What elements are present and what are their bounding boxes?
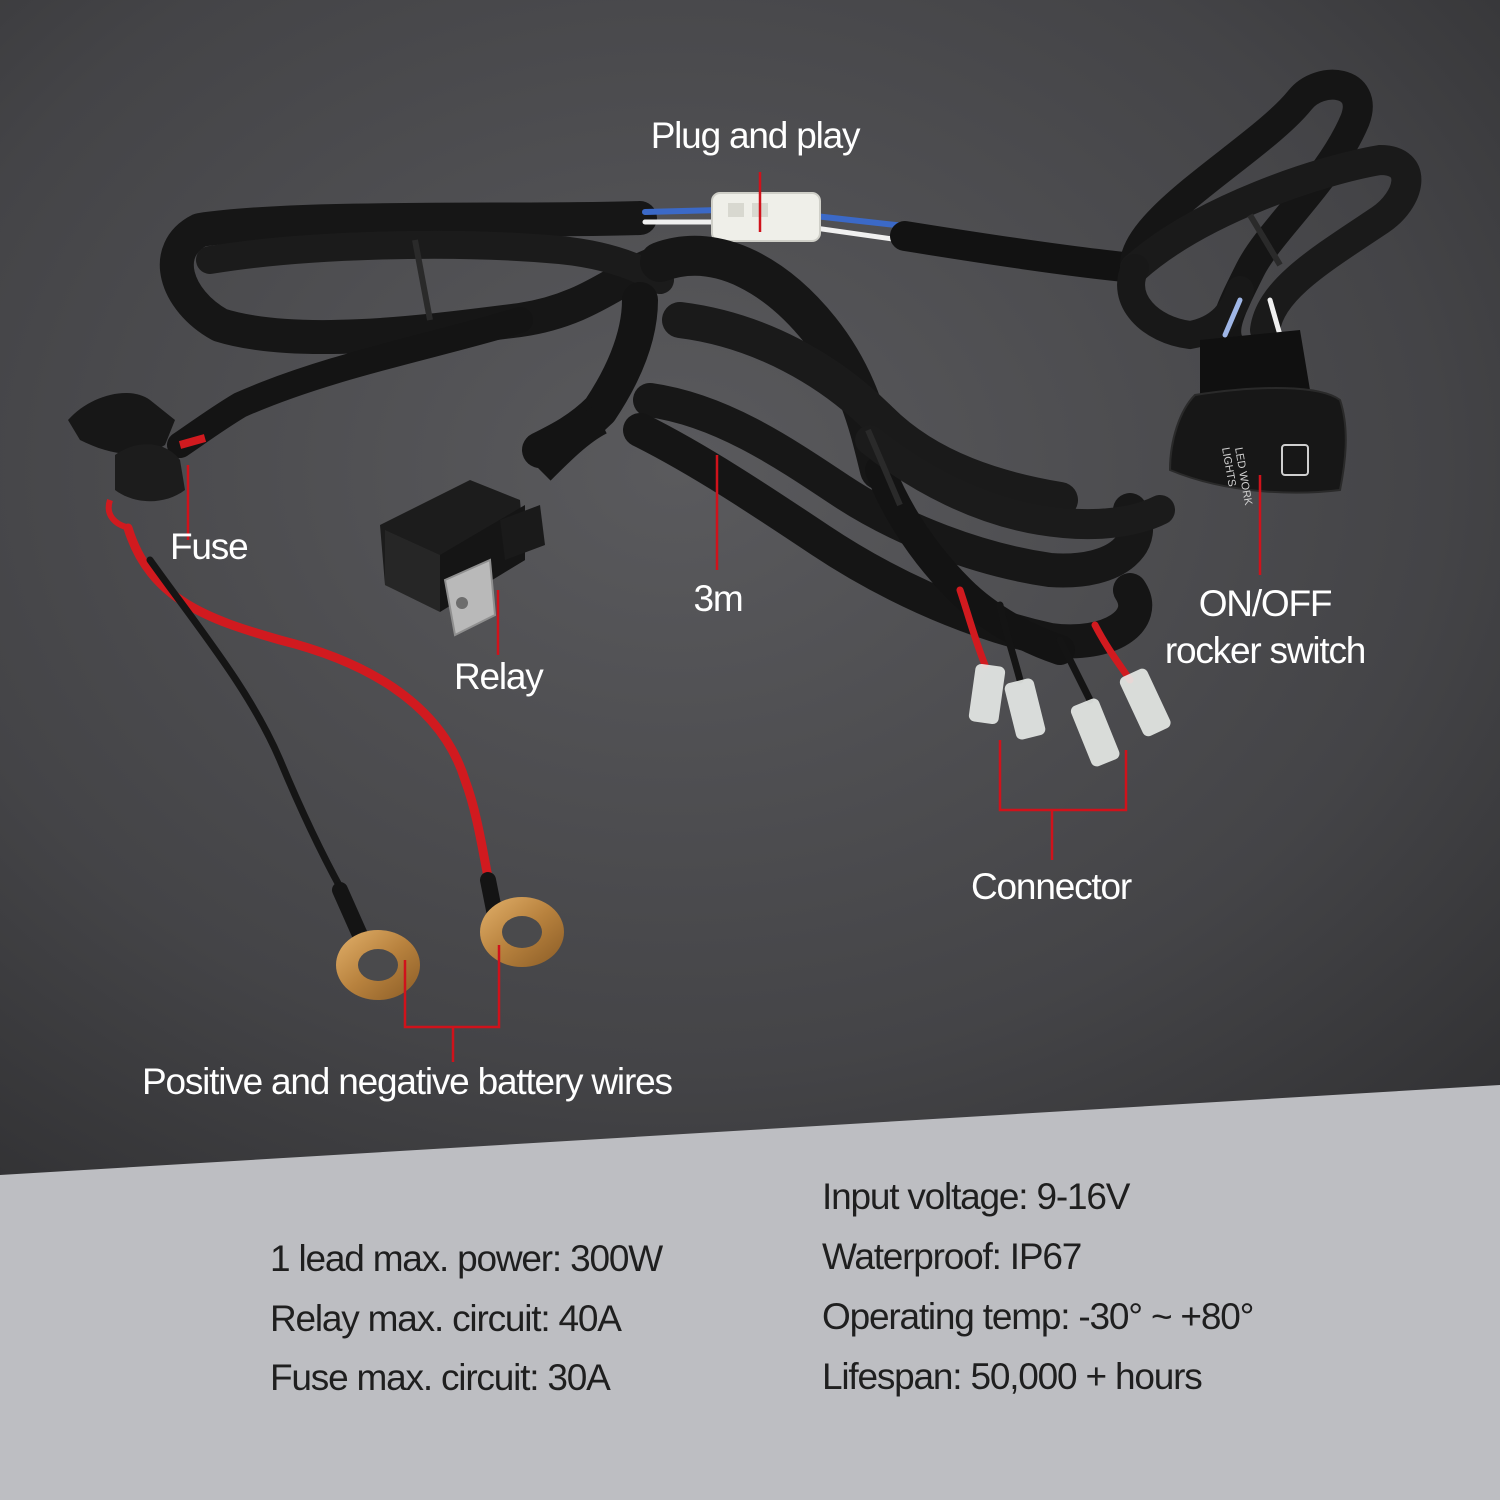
plug-and-play-label: Plug and play — [650, 115, 861, 156]
connector-label: Connector — [971, 866, 1132, 907]
spec-waterproof: Waterproof: IP67 — [822, 1236, 1082, 1277]
output-connectors — [956, 586, 1134, 704]
relay-label: Relay — [454, 656, 544, 697]
lights-icon — [1281, 444, 1309, 476]
length-label: 3m — [693, 578, 744, 619]
spec-fuse-circuit: Fuse max. circuit: 30A — [270, 1357, 611, 1398]
rocker-switch-label: ON/OFF rocker switch — [1164, 580, 1366, 675]
battery-wires-label: Positive and negative battery wires — [142, 1061, 673, 1102]
fuse-label: Fuse — [170, 526, 249, 567]
rocker-switch-label-line2: rocker switch — [1164, 630, 1366, 672]
fuse-holder — [68, 392, 207, 531]
callout-lines — [186, 172, 1262, 1062]
battery-wires — [123, 523, 500, 915]
spade-connectors — [968, 663, 1171, 767]
relay — [380, 406, 608, 637]
spec-operating-temp: Operating temp: -30° ~ +80° — [822, 1296, 1254, 1337]
spec-lead-power: 1 lead max. power: 300W — [270, 1238, 663, 1279]
spec-input-voltage: Input voltage: 9-16V — [822, 1176, 1130, 1217]
ring-terminals — [332, 872, 564, 1000]
switch-cable-loops — [1117, 69, 1422, 360]
harness-top-loop — [159, 201, 1150, 458]
cable-ties — [412, 213, 1283, 507]
rocker-switch-label-line1: ON/OFF — [1198, 583, 1333, 624]
spec-lifespan: Lifespan: 50,000 + hours — [822, 1356, 1203, 1397]
spec-relay-circuit: Relay max. circuit: 40A — [270, 1298, 622, 1339]
rocker-switch: LED WORK LIGHTS — [1168, 330, 1347, 507]
